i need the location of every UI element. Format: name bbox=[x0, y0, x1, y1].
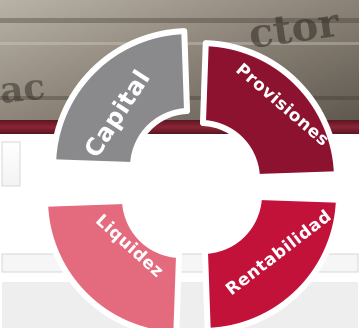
segment-rentabilidad bbox=[201, 193, 342, 328]
segment-capital bbox=[50, 28, 191, 169]
segment-liquidez bbox=[42, 197, 183, 328]
ring bbox=[42, 28, 342, 328]
segment-provisiones bbox=[199, 40, 340, 181]
photo-engraved-text-left: ac bbox=[0, 66, 47, 112]
center-hub bbox=[153, 135, 245, 227]
